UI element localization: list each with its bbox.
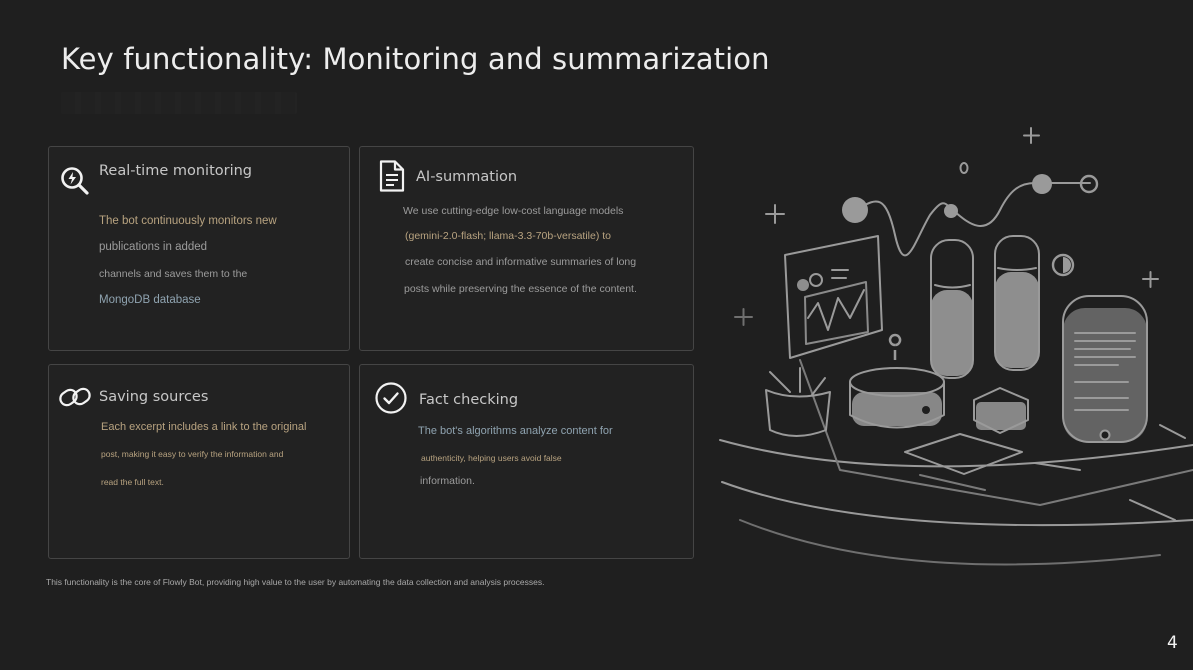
link-icon [58, 385, 92, 414]
card-text-line: Each excerpt includes a link to the orig… [101, 421, 307, 433]
card-text-line: (gemini-2.0-flash; llama-3.3-70b-versati… [405, 230, 611, 242]
card-real-time-monitoring: Real-time monitoring The bot continuousl… [48, 146, 350, 351]
card-text-line: MongoDB database [99, 294, 201, 306]
card-title: Fact checking [419, 392, 519, 408]
card-text-line: We use cutting-edge low-cost language mo… [403, 205, 624, 217]
card-text-line: information. [420, 475, 475, 487]
document-icon [378, 159, 406, 198]
footer-note: This functionality is the core of Flowly… [46, 577, 545, 587]
slide-title: Key functionality: Monitoring and summar… [61, 42, 770, 76]
card-text-line: post, making it easy to verify the infor… [101, 449, 284, 459]
card-text-line: posts while preserving the essence of th… [404, 283, 637, 295]
card-title: AI-summation [416, 169, 518, 185]
card-fact-checking: Fact checking The bot's algorithms analy… [359, 364, 694, 559]
card-text-line: authenticity, helping users avoid false [421, 453, 562, 463]
card-text-line: publications in added [99, 241, 208, 253]
card-title: Saving sources [99, 389, 209, 405]
card-text-line: channels and saves them to the [99, 268, 248, 280]
search-bolt-icon [59, 165, 91, 202]
card-ai-summation: AI-summation We use cutting-edge low-cos… [359, 146, 694, 351]
card-text-line: create concise and informative summaries… [405, 256, 637, 268]
card-text-line: read the full text. [101, 477, 164, 487]
title-shadow-decoration [61, 92, 297, 114]
card-title: Real-time monitoring [99, 163, 253, 179]
card-text-line: The bot's algorithms analyze content for [418, 425, 613, 437]
check-circle-icon [374, 381, 408, 420]
page-number: 4 [1167, 633, 1178, 653]
card-saving-sources: Saving sources Each excerpt includes a l… [48, 364, 350, 559]
analytics-illustration [719, 127, 1193, 566]
card-text-line: The bot continuously monitors new [99, 215, 277, 227]
